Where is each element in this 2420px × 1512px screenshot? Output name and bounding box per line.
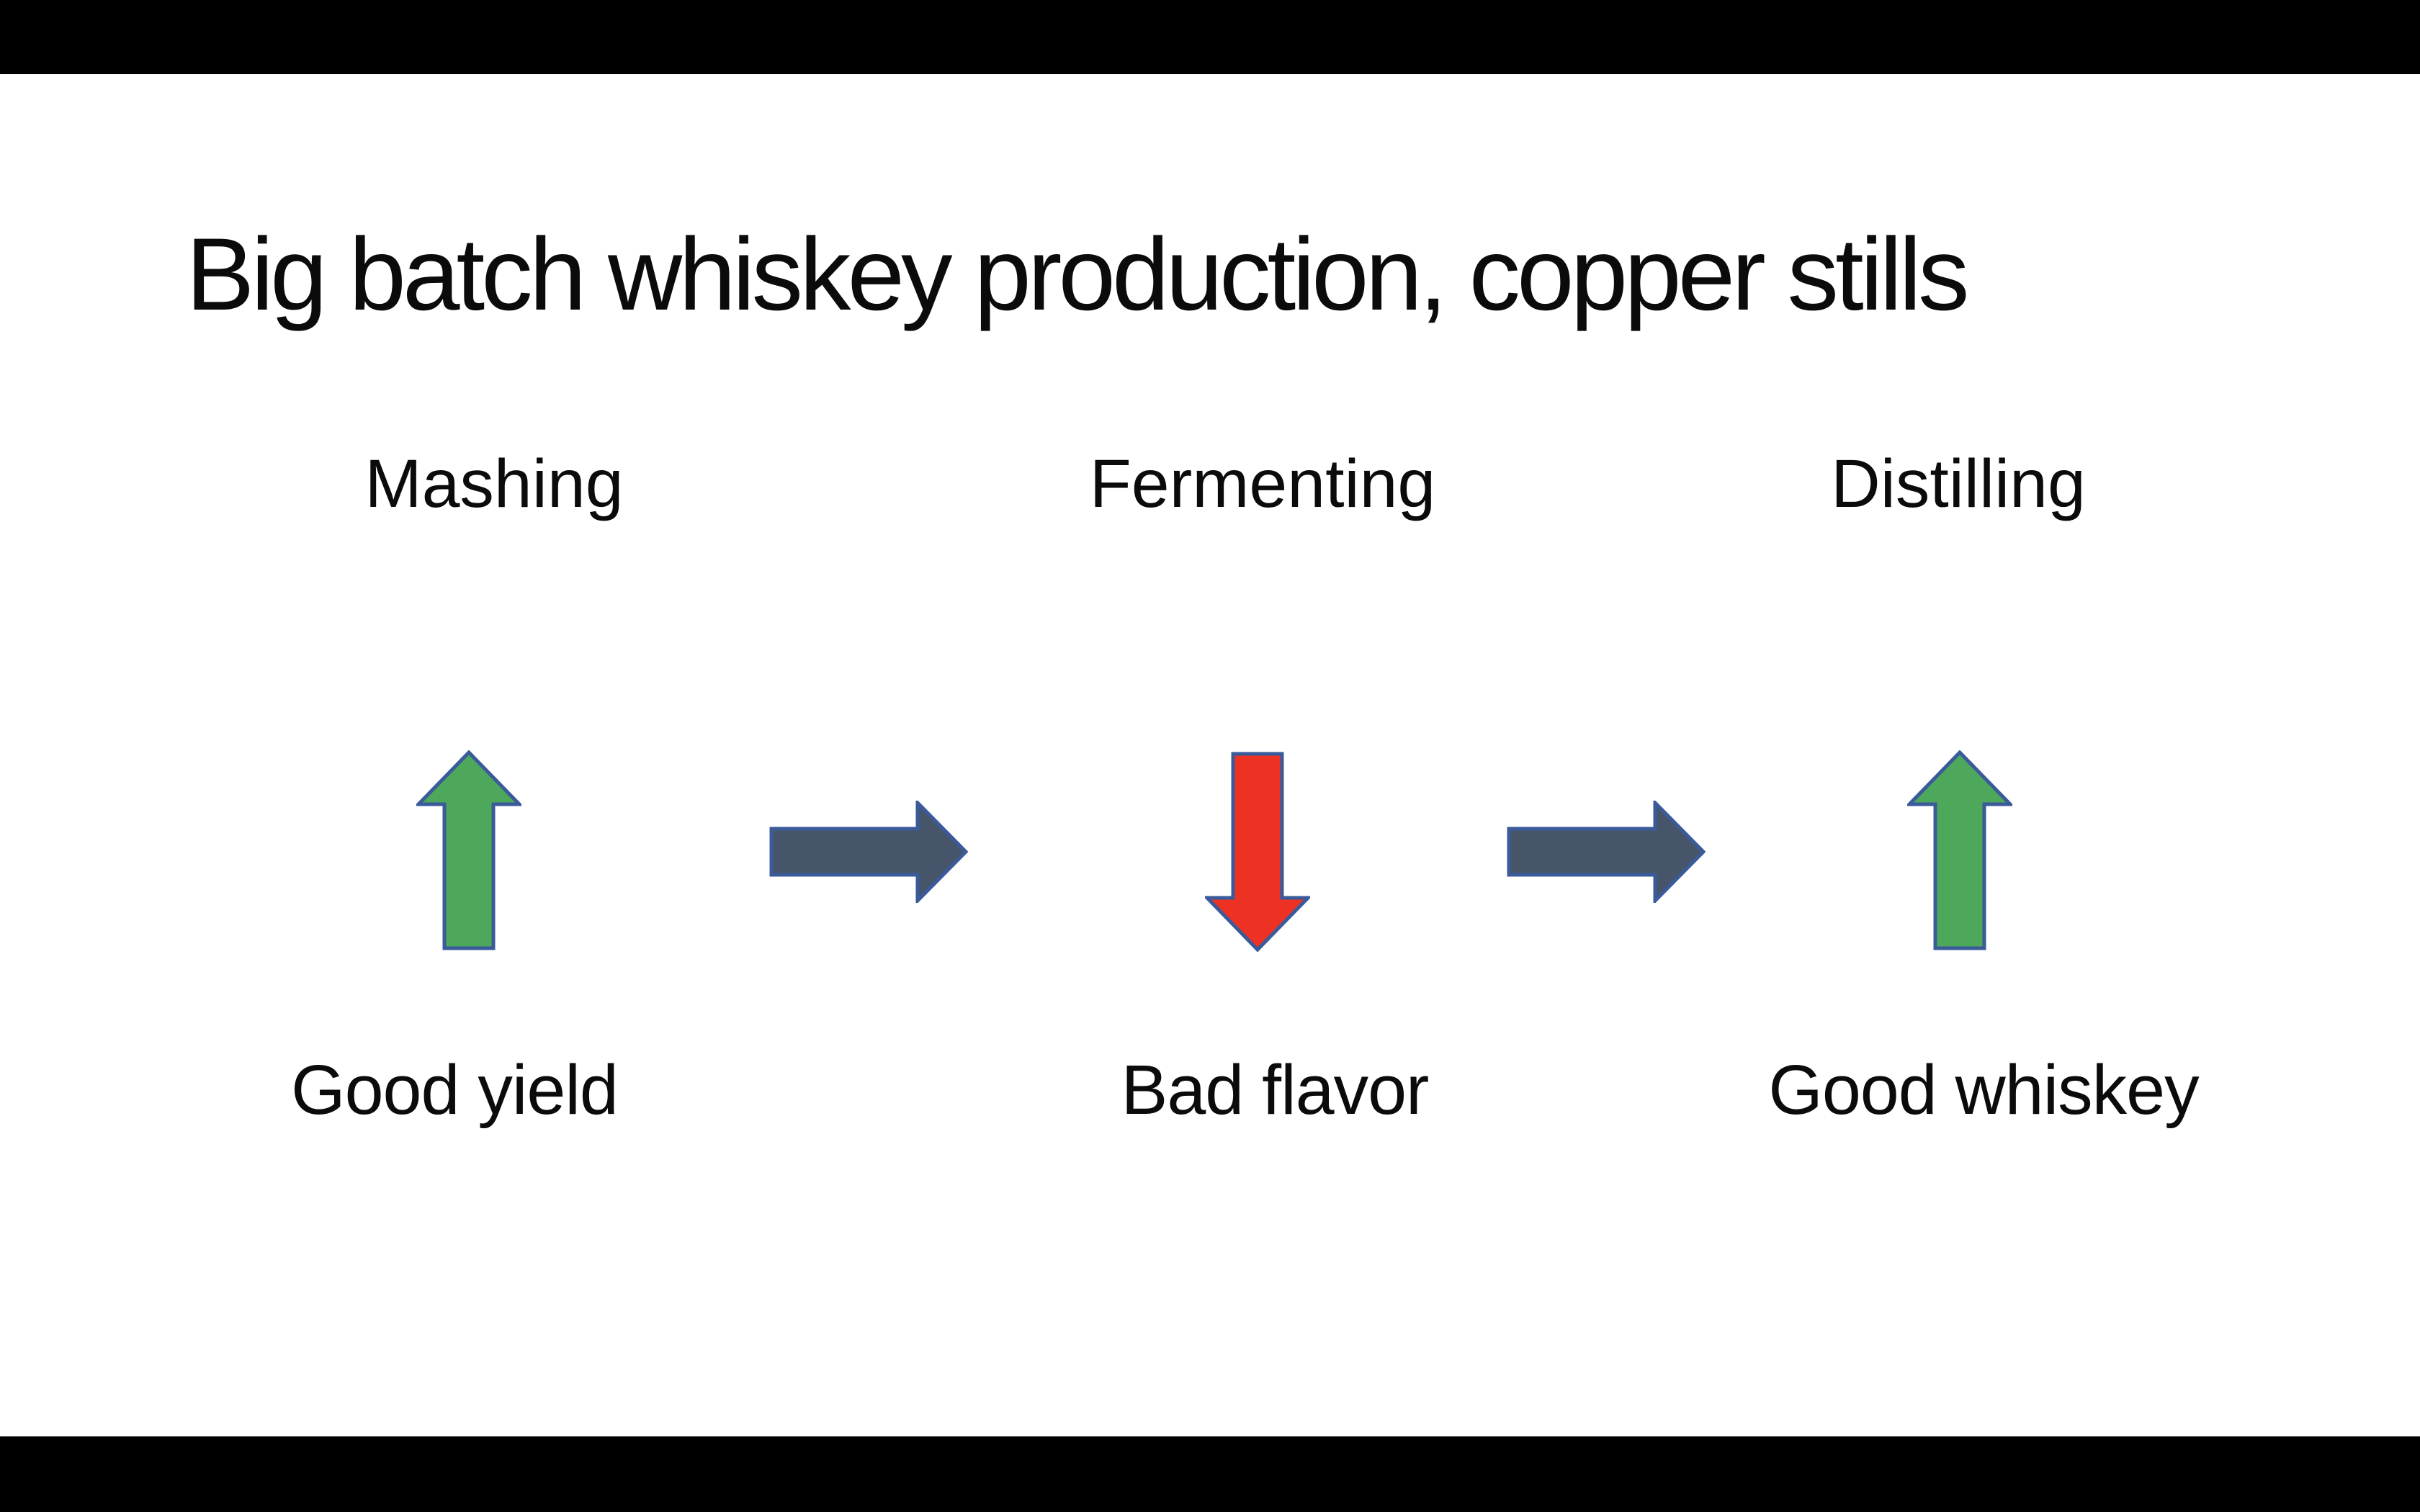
outcome-label-bad-flavor: Bad flavor: [1121, 1050, 1430, 1129]
up-arrow-shape: [1907, 750, 2012, 950]
up-arrow-icon: [1907, 750, 2012, 950]
outcome-label-good-whiskey: Good whiskey: [1768, 1050, 2199, 1129]
stage-label-mashing: Mashing: [364, 446, 624, 522]
outcome-label-good-yield: Good yield: [291, 1050, 619, 1129]
letterbox-bottom-bar: [0, 1436, 2420, 1512]
right-arrow-shape: [769, 801, 968, 903]
right-arrow-icon: [1507, 801, 1706, 903]
up-arrow-shape: [416, 750, 521, 950]
slide-canvas: Big batch whiskey production, copper sti…: [0, 74, 2420, 1436]
slide-title: Big batch whiskey production, copper sti…: [186, 217, 1970, 332]
stage-label-fermenting: Fermenting: [1089, 446, 1436, 522]
right-arrow-shape: [1507, 801, 1706, 903]
stage-label-distilling: Distilling: [1831, 446, 2086, 522]
letterbox-top-bar: [0, 0, 2420, 74]
down-arrow-icon: [1205, 752, 1310, 952]
right-arrow-icon: [769, 801, 968, 903]
down-arrow-shape: [1205, 752, 1310, 952]
up-arrow-icon: [416, 750, 521, 950]
